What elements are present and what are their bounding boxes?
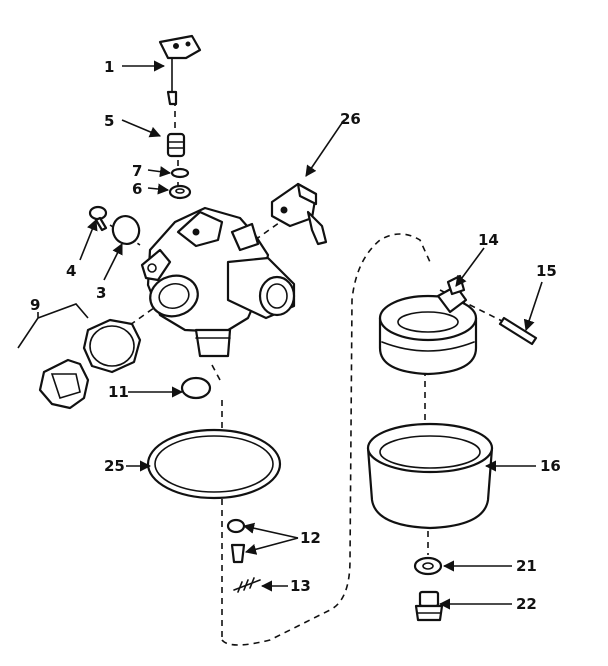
callout-3: 3 xyxy=(96,284,106,302)
part-21-washer xyxy=(413,556,443,576)
callout-5: 5 xyxy=(104,112,114,130)
carburetor-body xyxy=(140,206,296,358)
callout-22: 22 xyxy=(516,595,537,613)
callout-26: 26 xyxy=(340,110,361,128)
callout-25: 25 xyxy=(104,457,125,475)
callout-6: 6 xyxy=(132,180,142,198)
callout-labels: 1 5 7 6 4 3 26 9 11 25 12 13 14 15 16 21… xyxy=(30,58,561,613)
callout-7: 7 xyxy=(132,162,142,180)
callout-9: 9 xyxy=(30,296,40,314)
callout-21: 21 xyxy=(516,557,537,575)
callout-11: 11 xyxy=(108,383,129,401)
part-13-spring xyxy=(233,577,261,593)
callout-16: 16 xyxy=(540,457,561,475)
callout-12: 12 xyxy=(300,529,321,547)
assembly-dash-lines xyxy=(109,100,521,646)
part-22-bowl-nut xyxy=(414,590,444,622)
part-11-seal xyxy=(180,376,212,400)
callout-15: 15 xyxy=(536,262,557,280)
part-25-ring-gasket xyxy=(146,428,282,500)
callout-14: 14 xyxy=(478,231,499,249)
part-5-seat xyxy=(166,132,186,158)
part-6-washer xyxy=(168,184,192,200)
callout-4: 4 xyxy=(66,262,76,280)
part-1-bracket xyxy=(158,34,202,106)
part-4-screw xyxy=(88,205,108,232)
leader-lines xyxy=(17,60,543,610)
part-7-washer xyxy=(170,167,190,179)
callout-13: 13 xyxy=(290,577,311,595)
part-14-float xyxy=(378,274,478,376)
part-26-solenoid xyxy=(270,182,328,246)
part-12-inlet-pieces xyxy=(226,518,246,564)
part-9-primer-assembly xyxy=(38,318,142,410)
part-16-bowl xyxy=(366,422,494,530)
part-3-disc xyxy=(111,215,141,245)
callout-1: 1 xyxy=(104,58,114,76)
part-15-float-pin xyxy=(498,316,538,346)
